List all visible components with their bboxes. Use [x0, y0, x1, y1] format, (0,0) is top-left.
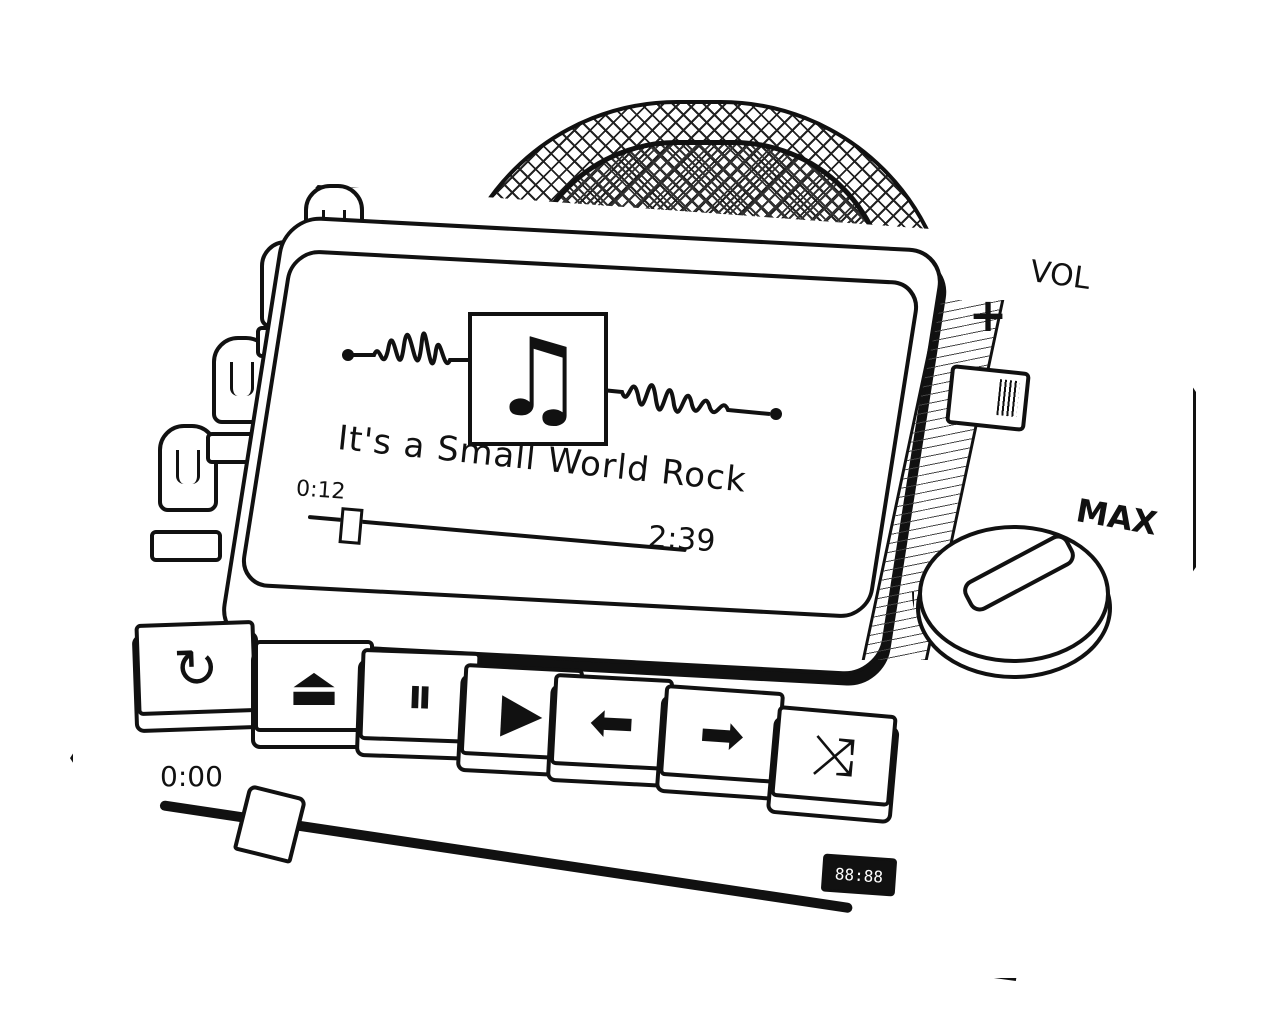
screen-progress-thumb[interactable]: [338, 507, 364, 545]
volume-knob[interactable]: [918, 525, 1110, 663]
next-button[interactable]: ➡: [658, 683, 786, 785]
shuffle-button[interactable]: ⤨: [770, 704, 898, 808]
replay-icon: ↻: [172, 635, 220, 701]
pause-icon: ⏸: [405, 663, 435, 728]
album-art: ♫: [468, 312, 608, 446]
replay-button[interactable]: ↻: [134, 619, 258, 717]
bulb-base: [150, 530, 222, 562]
play-icon: ▶: [499, 679, 545, 745]
volume-plus-icon[interactable]: +: [968, 288, 1008, 342]
previous-button[interactable]: ⬅: [549, 672, 675, 772]
arrow-right-icon: ➡: [697, 700, 747, 768]
eject-icon: ⏏: [288, 654, 340, 718]
volume-slider-thumb[interactable]: [945, 363, 1031, 433]
scrubber-time: 0:00: [160, 760, 223, 793]
music-note-icon: ♫: [489, 316, 587, 441]
elapsed-time: 0:12: [295, 476, 347, 505]
waveform-right: [601, 383, 782, 420]
shuffle-icon: ⤨: [809, 722, 859, 789]
eject-button[interactable]: ⏏: [254, 640, 374, 732]
arrow-left-icon: ⬅: [587, 689, 637, 755]
clock-display: 88:88: [820, 853, 898, 897]
track-duration: 2:39: [646, 519, 717, 560]
waveform-left: [342, 331, 474, 366]
